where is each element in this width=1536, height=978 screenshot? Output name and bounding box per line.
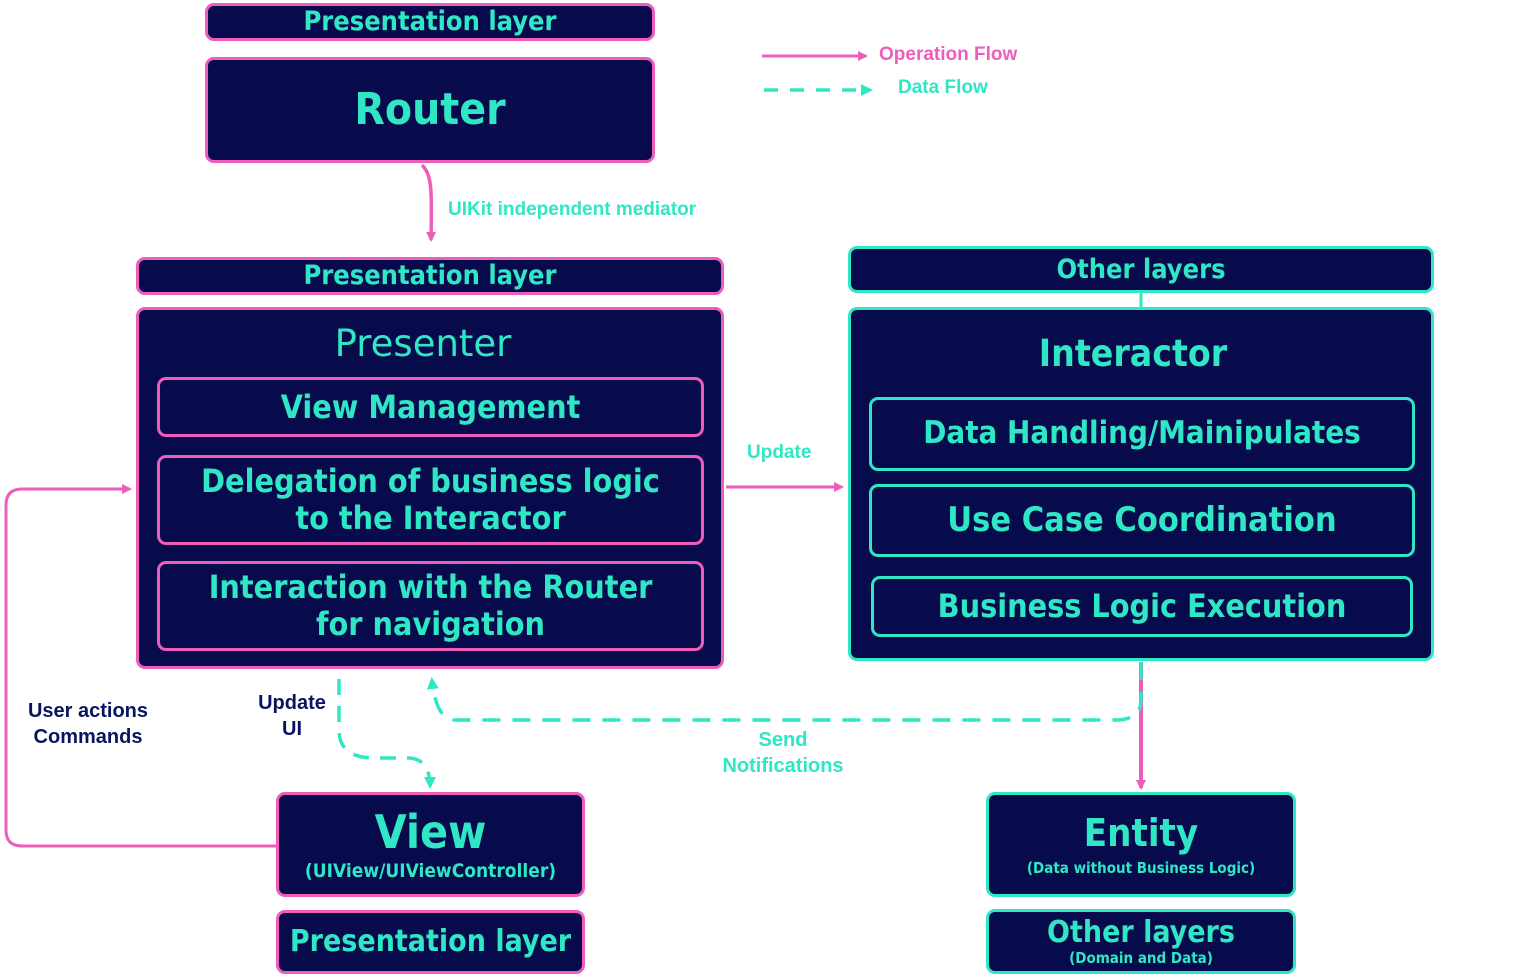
entity-layer-label-box: Other layers (Domain and Data): [986, 909, 1296, 974]
presenter-item-router-interaction: Interaction with the Router for navigati…: [157, 561, 704, 651]
router-box: Router: [205, 57, 655, 163]
update-ui-line1: Update: [258, 692, 326, 714]
presenter-item-label: Interaction with the Router: [208, 568, 653, 607]
user-actions-line2: Commands: [33, 726, 143, 748]
notifications-dashed-arrow: [426, 662, 1143, 722]
interactor-item-use-case: Use Case Coordination: [869, 484, 1415, 557]
interactor-item-label: Data Handling/Mainipulates: [923, 415, 1361, 452]
interactor-title: Interactor: [1038, 332, 1228, 375]
router-layer-label-box: Presentation layer: [205, 3, 655, 41]
update-label: Update: [747, 442, 812, 463]
presenter-item-delegation: Delegation of business logic to the Inte…: [157, 455, 704, 545]
entity-title: Entity: [1083, 811, 1199, 856]
user-actions-line1: User actions: [27, 700, 149, 722]
interactor-item-business-logic: Business Logic Execution: [871, 576, 1413, 637]
presenter-layer-label: Presentation layer: [303, 260, 557, 292]
presenter-item-label: Delegation of business logic: [201, 462, 660, 501]
interactor-layer-label-box: Other layers: [848, 246, 1434, 293]
legend-operation-flow: Operation Flow: [879, 44, 1018, 65]
update-ui-label: Update UI: [248, 690, 336, 742]
entity-subtitle: (Data without Business Logic): [1026, 858, 1256, 877]
view-box: View (UIView/UIViewController): [276, 792, 585, 897]
presenter-item-label: View Management: [280, 387, 581, 426]
entity-layer-sublabel: (Domain and Data): [1069, 949, 1213, 968]
router-to-presenter-arrow: [420, 163, 437, 242]
update-ui-line2: UI: [282, 718, 302, 740]
router-layer-label: Presentation layer: [303, 6, 557, 38]
view-layer-label-box: Presentation layer: [276, 910, 585, 974]
send-notifications-label: Send Notifications: [712, 727, 854, 779]
send-notifications-line1: Send: [758, 729, 808, 751]
interactor-layer-label: Other layers: [1056, 253, 1226, 285]
update-ui-dashed-arrow: [337, 652, 436, 789]
send-notifications-line2: Notifications: [722, 755, 844, 777]
view-subtitle: (UIView/UIViewController): [304, 860, 557, 883]
view-to-presenter-arrow: [4, 484, 276, 848]
view-layer-label: Presentation layer: [289, 923, 572, 959]
mediator-label: UIKit independent mediator: [448, 199, 697, 220]
user-actions-label: User actions Commands: [18, 698, 158, 750]
entity-box: Entity (Data without Business Logic): [986, 792, 1296, 897]
presenter-item-label-line2: to the Interactor: [295, 499, 566, 537]
presenter-layer-label-box: Presentation layer: [136, 257, 724, 295]
entity-layer-label: Other layers: [1047, 914, 1235, 950]
interactor-item-label: Business Logic Execution: [937, 587, 1347, 626]
interactor-item-label: Use Case Coordination: [947, 499, 1337, 540]
interactor-item-data-handling: Data Handling/Mainipulates: [869, 397, 1415, 471]
presenter-title: Presenter: [334, 322, 512, 365]
legend-data-flow: Data Flow: [898, 77, 988, 98]
presenter-item-view-management: View Management: [157, 377, 704, 437]
view-title: View: [374, 805, 487, 860]
presenter-item-label-line2: for navigation: [316, 605, 545, 643]
router-title: Router: [354, 83, 506, 135]
